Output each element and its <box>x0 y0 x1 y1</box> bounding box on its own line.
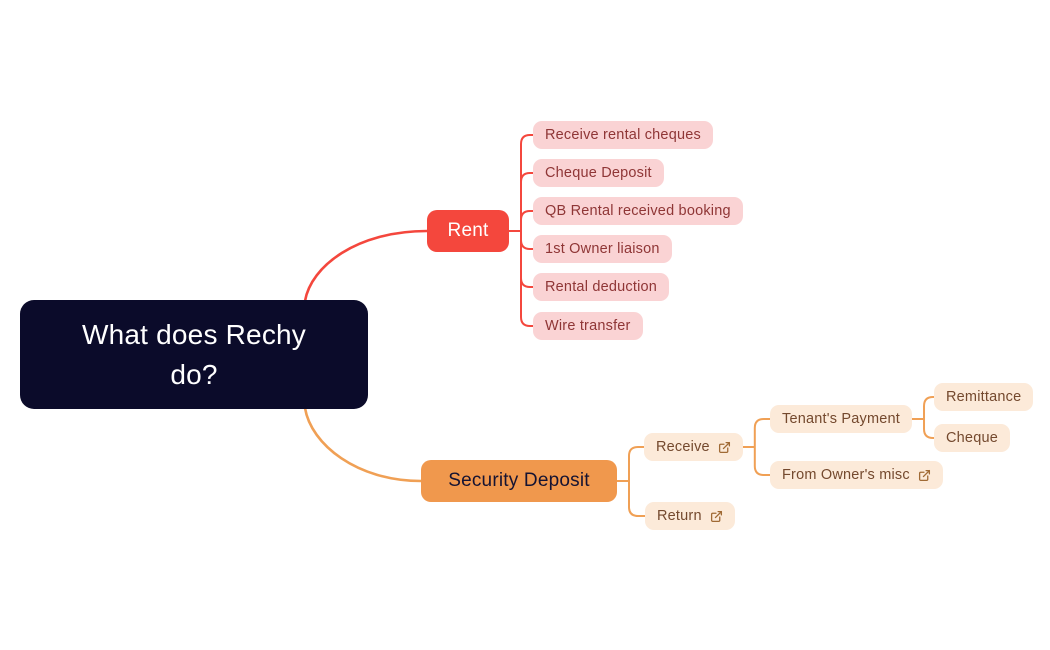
node-cheque-deposit[interactable]: Cheque Deposit <box>533 159 664 187</box>
node-receive[interactable]: Receive <box>644 433 743 461</box>
node-label: Tenant's Payment <box>782 411 901 427</box>
node-rent[interactable]: Rent <box>427 210 509 252</box>
node-label: Cheque Deposit <box>545 165 652 181</box>
node-label: From Owner's misc <box>782 467 910 483</box>
node-label: Rent <box>447 220 489 241</box>
node-root[interactable]: What does Rechy do? <box>20 300 368 409</box>
external-link-icon[interactable] <box>710 510 723 523</box>
node-label: Remittance <box>946 389 1022 405</box>
node-from-owners-misc[interactable]: From Owner's misc <box>770 461 943 489</box>
node-label: QB Rental received booking <box>545 203 731 219</box>
node-wire-transfer[interactable]: Wire transfer <box>533 312 643 340</box>
node-cheque[interactable]: Cheque <box>934 424 1010 452</box>
node-label: Cheque <box>946 430 998 446</box>
node-security-deposit[interactable]: Security Deposit <box>421 460 617 502</box>
node-qb-rental-received-booking[interactable]: QB Rental received booking <box>533 197 743 225</box>
node-label: Return <box>657 508 702 524</box>
node-1st-owner-liaison[interactable]: 1st Owner liaison <box>533 235 672 263</box>
external-link-icon[interactable] <box>918 469 931 482</box>
node-receive-rental-cheques[interactable]: Receive rental cheques <box>533 121 713 149</box>
root-label: What does Rechy do? <box>82 318 306 390</box>
node-label: 1st Owner liaison <box>545 241 660 257</box>
node-return[interactable]: Return <box>645 502 735 530</box>
node-remittance[interactable]: Remittance <box>934 383 1034 411</box>
node-tenants-payment[interactable]: Tenant's Payment <box>770 405 913 433</box>
node-label: Receive rental cheques <box>545 127 701 143</box>
node-label: Rental deduction <box>545 279 658 295</box>
external-link-icon[interactable] <box>718 441 731 454</box>
node-rental-deduction[interactable]: Rental deduction <box>533 273 670 301</box>
node-label: Receive <box>656 439 710 455</box>
node-label: Wire transfer <box>545 318 631 334</box>
node-label: Security Deposit <box>448 470 590 491</box>
